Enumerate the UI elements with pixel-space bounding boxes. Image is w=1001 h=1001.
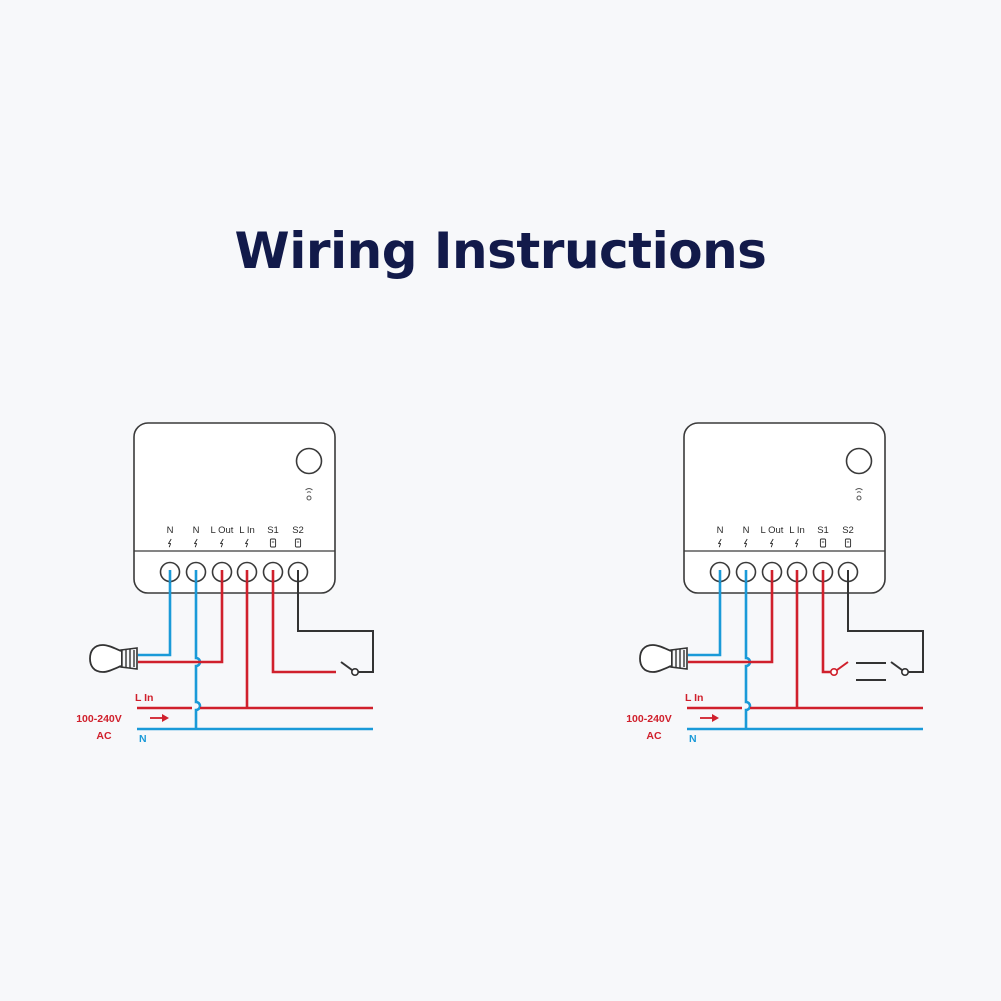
- neutral-wire-to-bus: [744, 570, 752, 729]
- live-in-label: L In: [135, 692, 153, 704]
- s2-wire: [847, 570, 924, 673]
- terminal-label-s1: S1: [817, 525, 829, 536]
- light-bulb-icon: [639, 644, 688, 673]
- wifi-indicator-icon: [305, 488, 313, 501]
- terminal-label-s2: S2: [292, 525, 304, 536]
- neutral-label: N: [689, 733, 697, 745]
- terminal-label-lout: L Out: [211, 525, 234, 536]
- live-out-wire: [688, 570, 774, 664]
- terminal-label-n2: N: [743, 525, 750, 536]
- neutral-wire-to-bulb: [688, 570, 722, 657]
- terminal-label-s1: S1: [267, 525, 279, 536]
- neutral-wire-to-bus: [194, 570, 202, 729]
- arrow-right-icon: [150, 714, 169, 722]
- voltage-label: 100-240V: [626, 713, 672, 725]
- s2-wire: [297, 570, 374, 673]
- diagram-single-switch: N N L Out L In S1 S2: [76, 422, 374, 745]
- terminal-label-lin: L In: [789, 525, 805, 536]
- terminal-label-n1: N: [167, 525, 174, 536]
- arrow-right-icon: [700, 714, 719, 722]
- pairing-button: [295, 447, 323, 475]
- ac-label: AC: [96, 730, 112, 742]
- live-in-label: L In: [685, 692, 703, 704]
- page-title: Wiring Instructions: [234, 222, 767, 280]
- terminal-label-lout: L Out: [761, 525, 784, 536]
- neutral-label: N: [139, 733, 147, 745]
- s1-wire: [271, 570, 336, 674]
- diagram-two-way-switch: N N L Out L In S1 S2: [626, 422, 924, 745]
- terminal-label-n1: N: [717, 525, 724, 536]
- wall-switch-icon: [340, 661, 359, 676]
- two-way-switch-icon: [829, 661, 909, 681]
- terminal-label-n2: N: [193, 525, 200, 536]
- terminal-label-s2: S2: [842, 525, 854, 536]
- s1-wire: [821, 570, 831, 674]
- live-out-wire: [138, 570, 224, 664]
- ac-label: AC: [646, 730, 662, 742]
- wifi-indicator-icon: [855, 488, 863, 501]
- voltage-label: 100-240V: [76, 713, 122, 725]
- terminal-label-lin: L In: [239, 525, 255, 536]
- neutral-wire-to-bulb: [138, 570, 172, 657]
- pairing-button: [845, 447, 873, 475]
- light-bulb-icon: [89, 644, 138, 673]
